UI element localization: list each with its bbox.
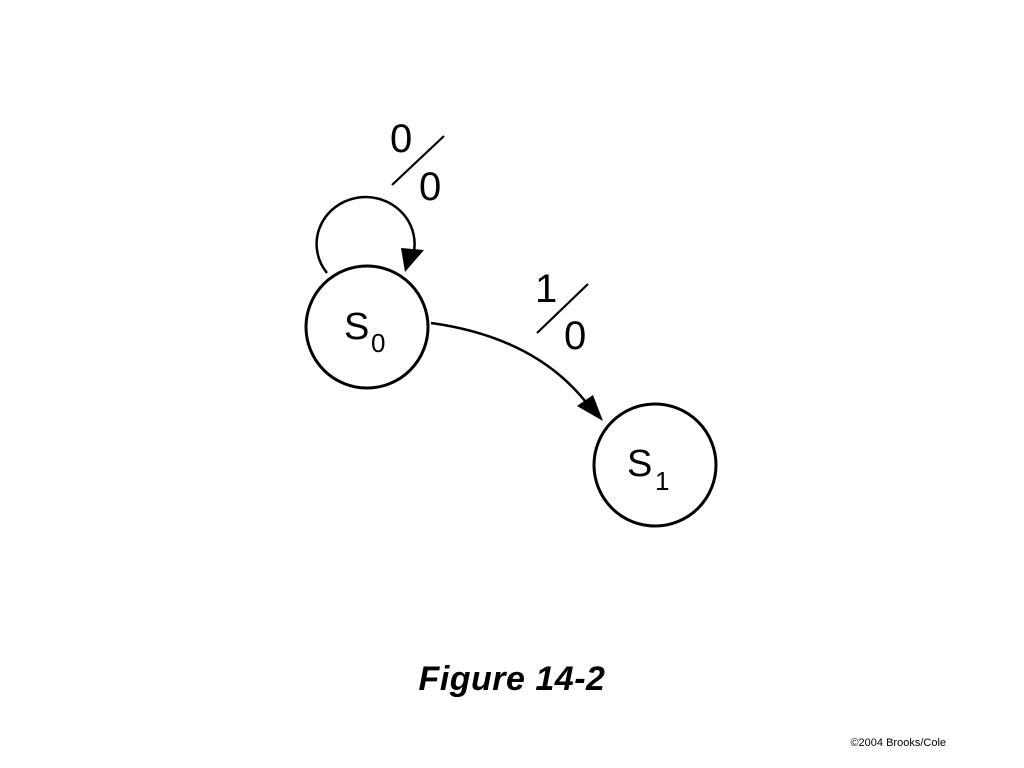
self-loop-output: 0 — [419, 165, 441, 209]
self-loop-arrowhead — [401, 248, 424, 272]
transition-io-label: 1 0 — [535, 267, 589, 358]
state-s0-subscript: 0 — [371, 328, 385, 358]
state-s1-circle — [592, 402, 718, 528]
transition-arrowhead-s0-s1 — [577, 395, 603, 421]
self-loop-edge-s0 — [315, 195, 416, 274]
state-s0-circle — [304, 264, 430, 390]
transition-edge-s0-s1 — [430, 321, 594, 411]
state-s1: S 1 — [592, 402, 718, 528]
state-s0-label: S — [344, 306, 369, 348]
state-s1-subscript: 1 — [655, 466, 669, 496]
self-loop-io-label: 0 0 — [390, 117, 445, 209]
state-s1-label: S — [627, 443, 652, 485]
state-s0: S 0 — [304, 264, 430, 390]
transition-input: 1 — [535, 267, 557, 311]
copyright-notice: ©2004 Brooks/Cole — [850, 737, 946, 749]
figure-caption: Figure 14-2 — [418, 660, 606, 698]
transition-output: 0 — [564, 314, 586, 358]
self-loop-slash — [391, 135, 445, 186]
transition-slash — [536, 283, 589, 334]
self-loop-input: 0 — [390, 117, 412, 161]
